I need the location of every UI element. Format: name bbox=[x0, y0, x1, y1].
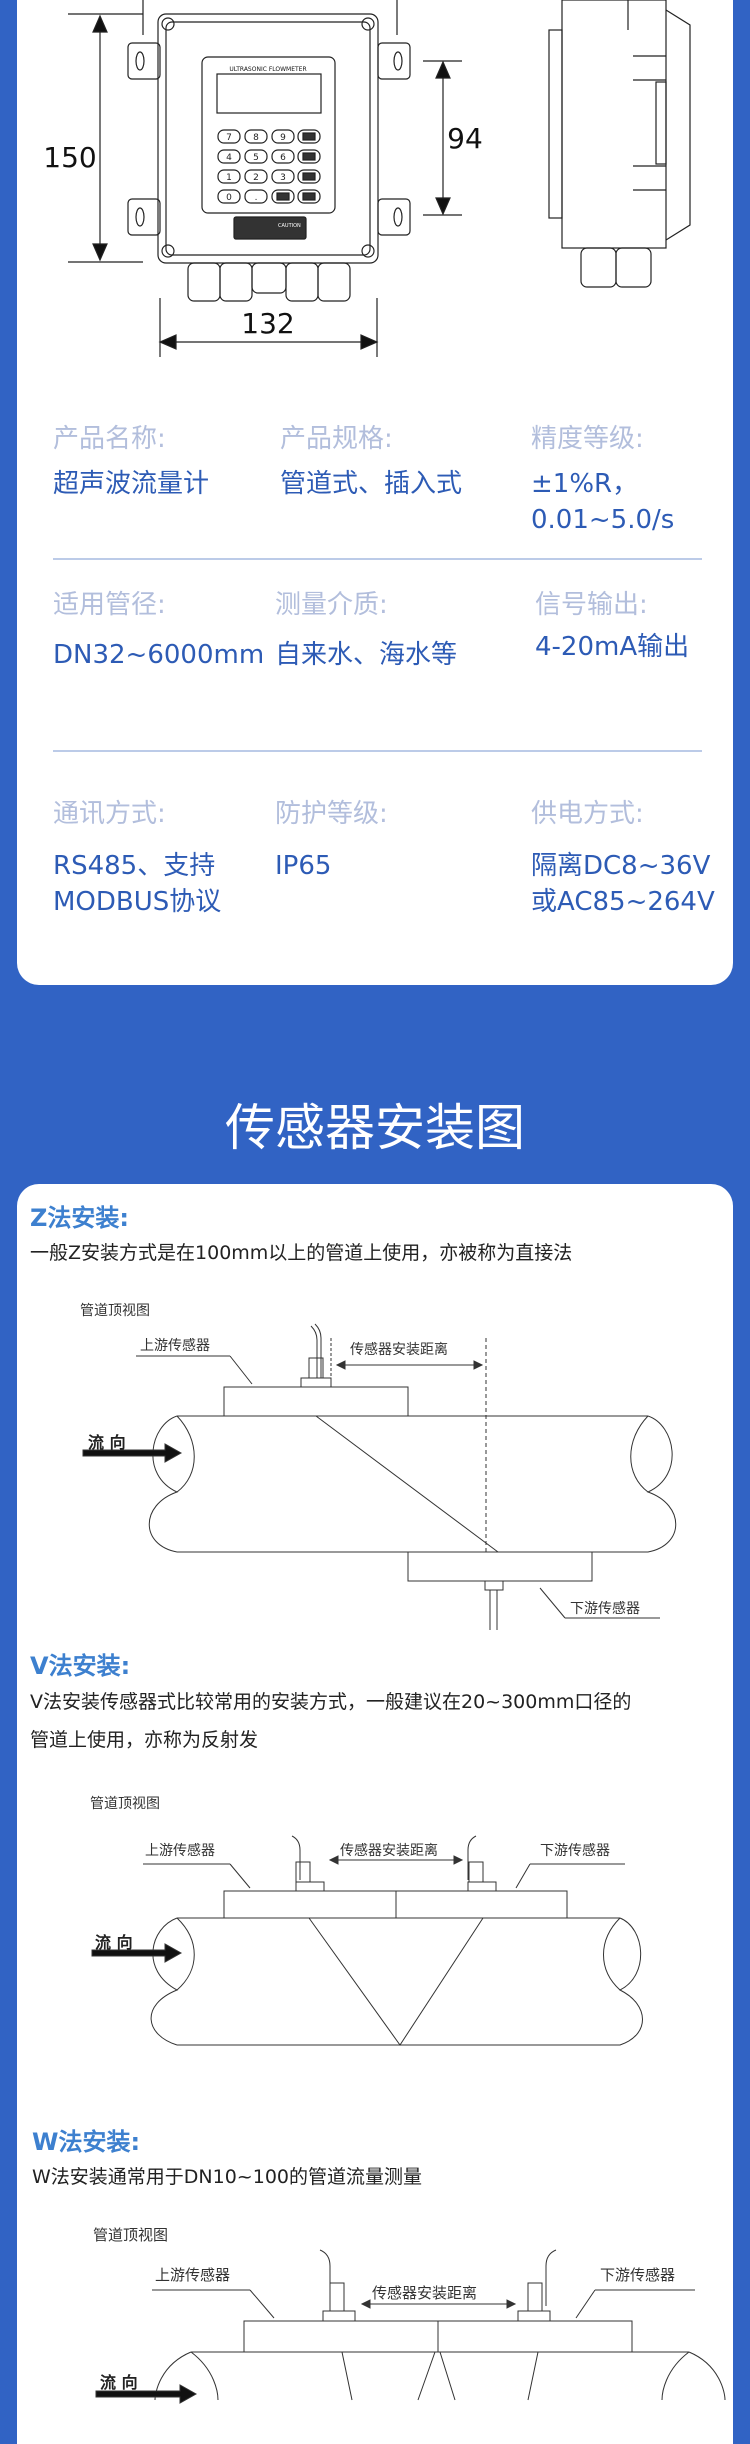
divider bbox=[53, 750, 702, 752]
installation-card bbox=[17, 1184, 733, 2444]
keypad-key bbox=[297, 129, 321, 144]
spec-value: 隔离DC8~36V bbox=[531, 851, 711, 881]
function-key-icon bbox=[276, 192, 290, 201]
function-key-icon bbox=[302, 152, 316, 161]
keypad-key bbox=[244, 149, 268, 164]
cable-glands bbox=[187, 262, 351, 302]
spec-value: 超声波流量计 bbox=[53, 469, 210, 499]
keypad-key-label: 8 bbox=[253, 133, 259, 143]
distance-label: 传感器安装距离 bbox=[340, 1842, 438, 1859]
spec-value: DN32~6000mm bbox=[53, 640, 265, 670]
function-key-icon bbox=[302, 192, 316, 201]
spec-value: RS485、支持 bbox=[53, 851, 216, 881]
distance-label: 传感器安装距离 bbox=[372, 2284, 477, 2302]
display-dimension: 94 bbox=[447, 122, 483, 155]
keypad-key-label: 6 bbox=[280, 153, 286, 163]
distance-label: 传感器安装距离 bbox=[350, 1341, 448, 1358]
downstream-label: 下游传感器 bbox=[600, 2266, 675, 2284]
flow-direction-label: 流 向 bbox=[100, 2373, 138, 2392]
keypad-key bbox=[217, 169, 241, 184]
keypad-key-label: 0 bbox=[226, 193, 232, 203]
spec-label: 适用管径: bbox=[53, 590, 166, 620]
divider bbox=[53, 558, 702, 560]
spec-label: 测量介质: bbox=[275, 590, 388, 620]
w-method-desc: W法安装通常用于DN10~100的管道流量测量 bbox=[32, 2166, 422, 2188]
section-title: 传感器安装图 bbox=[225, 1099, 525, 1157]
top-view-label: 管道顶视图 bbox=[90, 1796, 160, 1812]
spec-label: 供电方式: bbox=[531, 799, 644, 829]
spec-value: 4-20mA输出 bbox=[535, 632, 690, 662]
keypad-key bbox=[271, 129, 295, 144]
keypad-key bbox=[244, 169, 268, 184]
keypad-key-label: . bbox=[255, 193, 258, 203]
keypad-key bbox=[217, 129, 241, 144]
spec-label: 产品名称: bbox=[53, 424, 166, 454]
flow-arrow-icon bbox=[82, 1443, 183, 1463]
spec-label: 精度等级: bbox=[531, 424, 644, 454]
keypad-key-label: 9 bbox=[280, 133, 286, 143]
spec-label: 信号输出: bbox=[535, 590, 648, 620]
keypad-key bbox=[297, 149, 321, 164]
keypad-key bbox=[297, 189, 321, 204]
flow-direction-label: 流 向 bbox=[95, 1933, 133, 1952]
flow-arrow-icon bbox=[91, 1943, 183, 1963]
width-dimension: 132 bbox=[241, 307, 294, 340]
keypad-key bbox=[217, 189, 241, 204]
v-method-desc-line1: V法安装传感器式比较常用的安装方式，一般建议在20~300mm口径的 bbox=[30, 1691, 632, 1713]
downstream-label: 下游传感器 bbox=[540, 1842, 610, 1859]
keypad-key bbox=[271, 169, 295, 184]
keypad-key bbox=[297, 169, 321, 184]
upstream-label: 上游传感器 bbox=[145, 1842, 215, 1859]
panel-title: ULTRASONIC FLOWMETER bbox=[229, 66, 306, 73]
keypad-key-label: 5 bbox=[253, 153, 259, 163]
function-key-icon bbox=[302, 172, 316, 181]
spec-value: IP65 bbox=[275, 851, 332, 881]
keypad-key-label: 2 bbox=[253, 173, 259, 183]
top-view-label: 管道顶视图 bbox=[93, 2226, 168, 2244]
spec-value: 0.01~5.0/s bbox=[531, 505, 675, 535]
keypad-key-label: 1 bbox=[226, 173, 232, 183]
keypad-key bbox=[217, 149, 241, 164]
keypad-key-label: 4 bbox=[226, 153, 232, 163]
top-view-label: 管道顶视图 bbox=[80, 1303, 150, 1319]
w-method-diagram: 管道顶视图 上游传感器 传感器安装距离 下游传感器 流 向 bbox=[93, 2226, 726, 2404]
height-dimension: 150 bbox=[43, 141, 96, 174]
upstream-label: 上游传感器 bbox=[140, 1337, 210, 1354]
caution-label: CAUTION bbox=[278, 223, 301, 229]
z-method-diagram: 管道顶视图 上游传感器 传感器安装距离 流 向 下游传感器 bbox=[80, 1303, 677, 1630]
spec-value: 或AC85~264V bbox=[531, 887, 715, 917]
keypad-key-label: 7 bbox=[226, 133, 232, 143]
spec-value: 自来水、海水等 bbox=[275, 640, 458, 670]
keypad-key bbox=[244, 129, 268, 144]
side-view bbox=[548, 0, 691, 288]
flow-direction-label: 流 向 bbox=[88, 1433, 126, 1452]
v-method-title: V法安装: bbox=[30, 1652, 131, 1680]
spec-label: 通讯方式: bbox=[53, 799, 166, 829]
spec-label: 防护等级: bbox=[275, 799, 388, 829]
v-method-desc-line2: 管道上使用，亦称为反射发 bbox=[30, 1729, 259, 1751]
spec-value: 管道式、插入式 bbox=[280, 469, 463, 499]
specs-card bbox=[17, 0, 733, 985]
keypad-key bbox=[271, 189, 295, 204]
w-method-title: W法安装: bbox=[32, 2128, 141, 2156]
keypad-key bbox=[271, 149, 295, 164]
downstream-label: 下游传感器 bbox=[570, 1600, 640, 1617]
v-method-diagram: 管道顶视图 上游传感器 传感器安装距离 下游传感器 流 向 bbox=[90, 1796, 643, 2046]
z-method-title: Z法安装: bbox=[30, 1204, 129, 1232]
upstream-label: 上游传感器 bbox=[155, 2266, 230, 2284]
spec-value: MODBUS协议 bbox=[53, 887, 222, 917]
function-key-icon bbox=[302, 132, 316, 141]
keypad-key bbox=[244, 189, 268, 204]
spec-value: ±1%R， bbox=[531, 469, 639, 499]
keypad-key-label: 3 bbox=[280, 173, 286, 183]
spec-label: 产品规格: bbox=[280, 424, 393, 454]
z-method-desc: 一般Z安装方式是在100mm以上的管道上使用，亦被称为直接法 bbox=[30, 1242, 573, 1264]
